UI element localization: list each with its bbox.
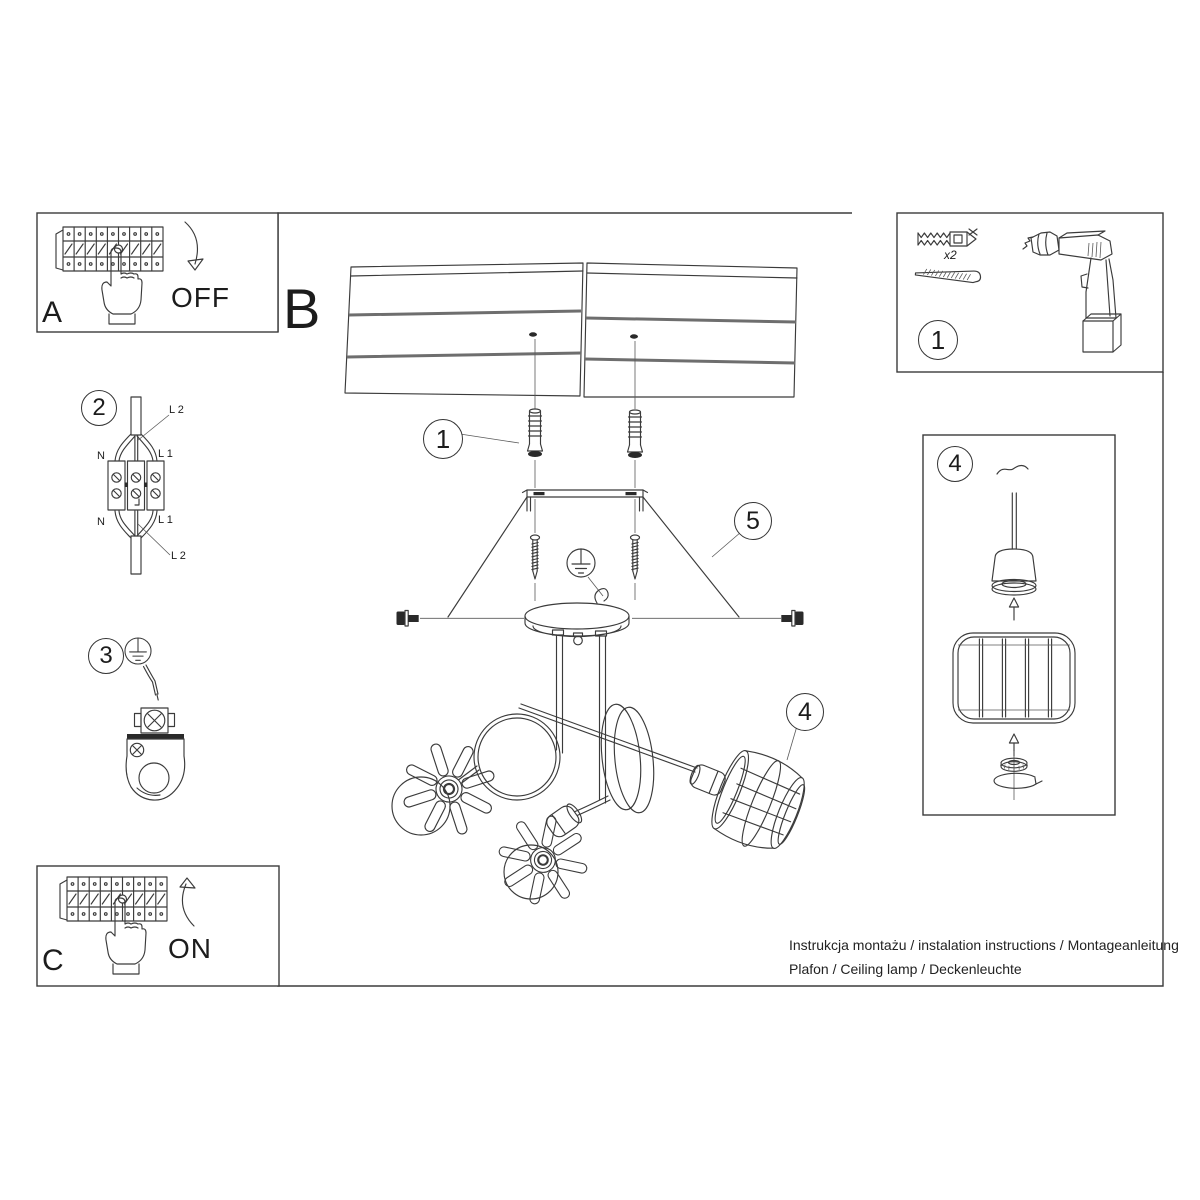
terminal-label-l1-top: L 1 (158, 448, 173, 460)
off-label: OFF (171, 282, 230, 313)
cage-shade-front (952, 632, 1076, 724)
terminal-label-n-top: N (97, 450, 105, 462)
footer-text: Instrukcja montażu / instalation instruc… (789, 933, 1179, 981)
ground-wire (142, 664, 159, 701)
screw-icon (914, 268, 982, 284)
quantity-label: x2 (944, 248, 957, 262)
callout-tools: 1 (918, 320, 958, 360)
wall-plug-icon (626, 409, 644, 459)
panel-shade-box (922, 434, 1116, 816)
lamp-socket (991, 548, 1037, 596)
ground-wire-hook (594, 587, 609, 604)
panel-borders (36, 212, 1164, 987)
callout-ground: 3 (88, 638, 124, 674)
cable-top (130, 396, 142, 436)
panel-c-box (36, 865, 280, 987)
terminal-label-n-bottom: N (97, 516, 105, 528)
ground-terminal-illustration (124, 637, 186, 801)
wiring-diagram (107, 396, 171, 575)
tools-illustration (914, 228, 1122, 353)
cage-shade-right (711, 750, 806, 849)
callout-shade-panel: 4 (937, 446, 973, 482)
pendant-rod (1011, 492, 1017, 550)
arm-right (518, 703, 698, 773)
mounting-bracket-part (125, 738, 186, 801)
arm-bottom (573, 795, 611, 817)
leader-l2-bottom (137, 523, 171, 556)
side-screw-left (396, 609, 524, 627)
earth-ground-icon (124, 637, 152, 665)
socket-right (689, 764, 726, 796)
cage-bottom-rim (503, 844, 559, 900)
leader-l2-top (136, 414, 170, 442)
drill-hole-marks (529, 332, 638, 339)
panel-b-letter: B (283, 277, 321, 340)
screw-icon (529, 534, 541, 580)
terminal-label-l1-bottom: L 1 (158, 514, 173, 526)
alignment-lines (534, 339, 636, 601)
earth-ground-icon (566, 548, 596, 578)
ground-screw-terminal (127, 707, 184, 739)
wall-plug-icon (917, 228, 978, 247)
cable-bottom (130, 535, 142, 575)
projection-lines (447, 496, 740, 618)
callout-frame: 5 (734, 502, 772, 540)
shade-assembly-illustration (952, 464, 1076, 800)
ceiling-planks (344, 262, 798, 398)
footer-line-1: Instrukcja montażu / instalation instruc… (789, 937, 1179, 953)
wall-plug-icon (526, 408, 544, 458)
cord-icon (996, 464, 1029, 475)
footer-line-2: Plafon / Ceiling lamp / Deckenleuchte (789, 961, 1022, 977)
terminal-label-l2-top: L 2 (169, 404, 184, 416)
lamp-body (452, 634, 698, 817)
panel-c-letter: C (42, 944, 64, 977)
terminal-block (107, 460, 165, 511)
cage-left-rim (391, 776, 451, 836)
terminal-label-l2-bottom: L 2 (171, 550, 186, 562)
screw-icon (629, 534, 641, 580)
ground-leader (587, 576, 604, 597)
ring-nut (1000, 757, 1028, 772)
callout-dowel: 1 (423, 419, 463, 459)
rotate-icon (993, 772, 1043, 789)
main-diagram (344, 262, 806, 915)
callout-leaders (459, 433, 798, 761)
drill-icon (1022, 230, 1122, 353)
on-label: ON (168, 933, 212, 964)
side-screw-right (632, 609, 804, 627)
callout-shade: 4 (786, 693, 824, 731)
panel-a-box (36, 212, 279, 333)
callout-wiring: 2 (81, 390, 117, 426)
panel-a-letter: A (42, 296, 63, 329)
canopy (524, 587, 630, 646)
mounting-bracket (521, 489, 649, 512)
